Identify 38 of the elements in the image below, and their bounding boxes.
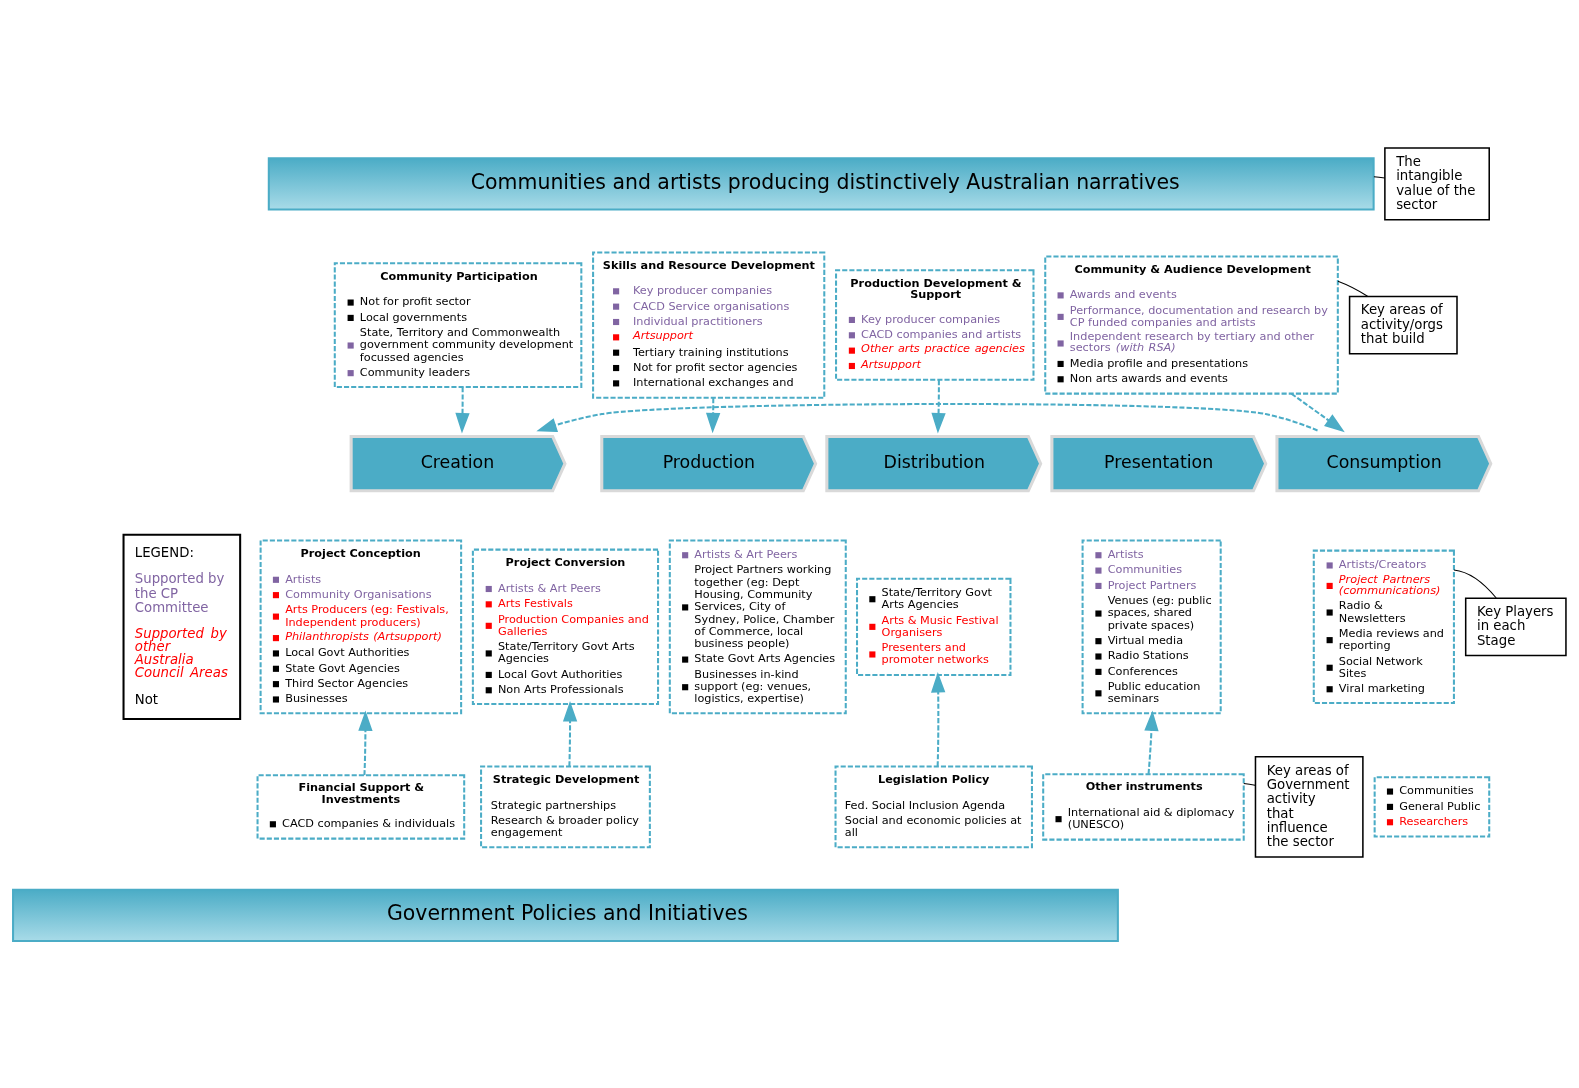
node-box: Skills and Resource Development Key producer companies CACD Service organisations Individual practitioners Artsupport Tertiary training institutions Not for profit sector agencies International exchanges and <box>592 250 826 399</box>
node-box: Communities and artists producing distinctively Australian narratives <box>267 156 1375 210</box>
arrow <box>358 709 373 775</box>
connector <box>1453 568 1497 598</box>
connector <box>1243 782 1256 786</box>
arrow <box>931 671 946 766</box>
arrow <box>536 402 1318 432</box>
node-box: Key areas of Government activity that influence the sector <box>1254 755 1364 858</box>
node-box: Community Participation Not for profit sector Local governments State, Territory and Commonwealth government community development focussed agencies Community leaders <box>333 261 583 388</box>
node-box: Project Conversion Artists & Art Peers Arts Festivals Production Companies and Galleries State/Territory Govt Arts Agencies Local Govt Authorities Non Arts Professionals <box>471 548 660 705</box>
connector <box>1373 175 1386 178</box>
legend-label: Supported by other Australia Council Areas <box>134 624 228 680</box>
node-box: Legislation Policy Fed. Social Inclusion Agenda Social and economic policies at all <box>834 764 1033 848</box>
node-box: State/Territory Govt Arts Agencies Arts & Music Festival Organisers Presenters and promoter networks <box>856 577 1012 676</box>
node-box: Key Players in each Stage <box>1464 596 1567 656</box>
node-box: Community & Audience Development Awards and events Performance, documentation and research by CP funded companies and artists Independent research by tertiary and other sectors (with RSA) Media profile and presentations Non arts awards and events <box>1044 255 1339 395</box>
node-box: The intangible value of the sector <box>1384 146 1490 220</box>
label: LEGEND: <box>134 544 194 560</box>
node-box: Artists/Creators Project Partners (communications) Radio & Newsletters Media reviews and reporting Social Network Sites Viral marketing <box>1312 549 1455 704</box>
arrow <box>562 700 578 766</box>
node-box: Artists & Art Peers Project Partners working together (eg: Dept Housing, Community Services, City of Sydney, Police, Chamber of Commerce, local business people) State Govt Arts Agencies Businesses in-kind support (eg: venues, logistics, expertise) <box>668 538 847 714</box>
node-box: Production Development & Support Key producer companies CACD companies and artists Other arts practice agencies Artsupport <box>835 268 1035 381</box>
arrow <box>705 397 721 433</box>
node-box: Key areas of activity/orgs that build <box>1348 295 1458 354</box>
node-box: Strategic Development Strategic partnerships Research & broader policy engagement <box>480 764 651 848</box>
arrow <box>455 386 470 434</box>
node-box: Project Conception Artists Community Organisations Arts Producers (eg: Festivals, Independent producers) Philanthropists (Artsupport) Local Govt Authorities State Govt Agencies Third Sector Agencies Businesses <box>259 538 463 714</box>
node-box: Other instruments International aid & diplomacy (UNESCO) <box>1042 772 1245 841</box>
node-box: Artists Communities Project Partners Venues (eg: public spaces, shared private spaces) Virtual media Radio Stations Conferences Public education seminars <box>1081 538 1222 714</box>
arrow <box>1144 709 1159 774</box>
legend-label: Supported by the CP Committee <box>134 570 225 615</box>
node-box: Government Policies and Initiatives <box>12 888 1119 942</box>
node-box: Communities General Public Researchers <box>1373 775 1491 838</box>
arrow <box>931 379 946 433</box>
connector <box>1337 280 1369 297</box>
arrow <box>1290 392 1345 432</box>
legend-label: Not <box>134 691 159 707</box>
node-box: Financial Support & Investments CACD companies & individuals <box>256 773 466 840</box>
